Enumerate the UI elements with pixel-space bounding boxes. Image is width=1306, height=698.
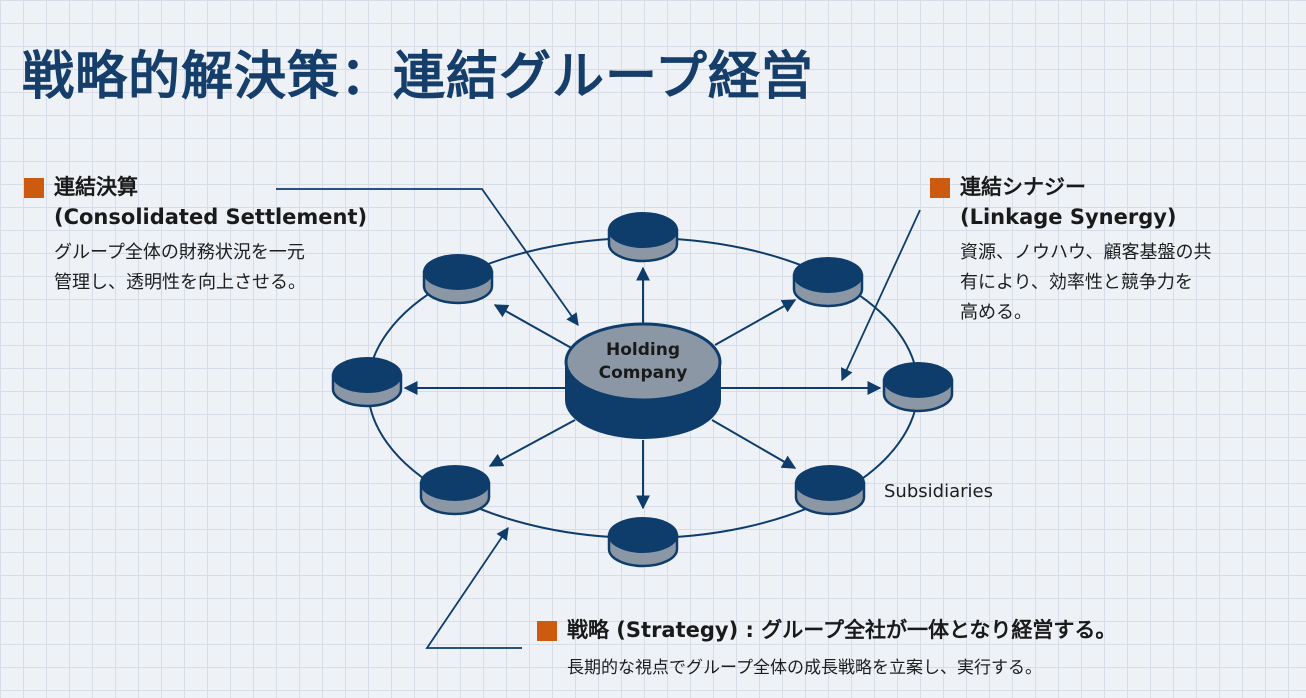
subsidiary-node bbox=[607, 212, 679, 263]
subsidiary-node bbox=[607, 517, 679, 568]
spoke-top-right bbox=[714, 299, 797, 346]
subsidiary-node bbox=[419, 465, 491, 516]
block-heading: 連結決算 bbox=[54, 175, 138, 199]
subsidiaries-label: Subsidiaries bbox=[884, 481, 993, 502]
block-description: 資源、ノウハウ、顧客基盤の共 有により、効率性と競争力を 高める。 bbox=[960, 242, 1212, 323]
subsidiary-node bbox=[422, 254, 494, 305]
block-description: 長期的な視点でグループ全体の成長戦略を立案し、実行する。 bbox=[567, 658, 1042, 678]
strategy-block: 戦略 (Strategy) : グループ全社が一体となり経営する。 長期的な視点… bbox=[537, 615, 1116, 683]
subsidiary-node bbox=[792, 257, 864, 308]
callout-lines bbox=[276, 188, 921, 649]
holding-label-line1: Holding bbox=[606, 340, 680, 360]
block-subheading: (Linkage Synergy) bbox=[960, 205, 1177, 229]
subsidiary-node bbox=[331, 357, 403, 408]
subsidiary-node bbox=[882, 362, 954, 413]
holding-label-line2: Company bbox=[599, 363, 688, 383]
spokes bbox=[403, 266, 882, 510]
block-heading: 連結シナジー bbox=[960, 175, 1086, 199]
spoke-bottom-left bbox=[488, 419, 576, 467]
callout-left bbox=[276, 188, 579, 327]
spoke-top-left bbox=[493, 304, 576, 351]
subsidiary-nodes bbox=[331, 212, 954, 568]
spoke-bottom-right bbox=[711, 419, 797, 469]
subsidiary-node bbox=[794, 465, 866, 516]
page-title: 戦略的解決策：連結グループ経営 bbox=[22, 47, 814, 107]
callout-right bbox=[841, 209, 921, 382]
bullet-square-icon bbox=[537, 621, 557, 641]
bullet-square-icon bbox=[930, 178, 950, 198]
consolidated-settlement-block: 連結決算 (Consolidated Settlement) グループ全体の財務… bbox=[24, 172, 367, 298]
callout-bottom bbox=[425, 526, 522, 649]
holding-company-node: Holding Company bbox=[564, 322, 722, 439]
block-heading: 戦略 (Strategy) : グループ全社が一体となり経営する。 bbox=[567, 618, 1117, 642]
linkage-synergy-block: 連結シナジー (Linkage Synergy) 資源、ノウハウ、顧客基盤の共 … bbox=[930, 172, 1211, 328]
bullet-square-icon bbox=[24, 178, 44, 198]
block-description: グループ全体の財務状況を一元 管理し、透明性を向上させる。 bbox=[54, 242, 306, 293]
block-subheading: (Consolidated Settlement) bbox=[54, 205, 368, 229]
